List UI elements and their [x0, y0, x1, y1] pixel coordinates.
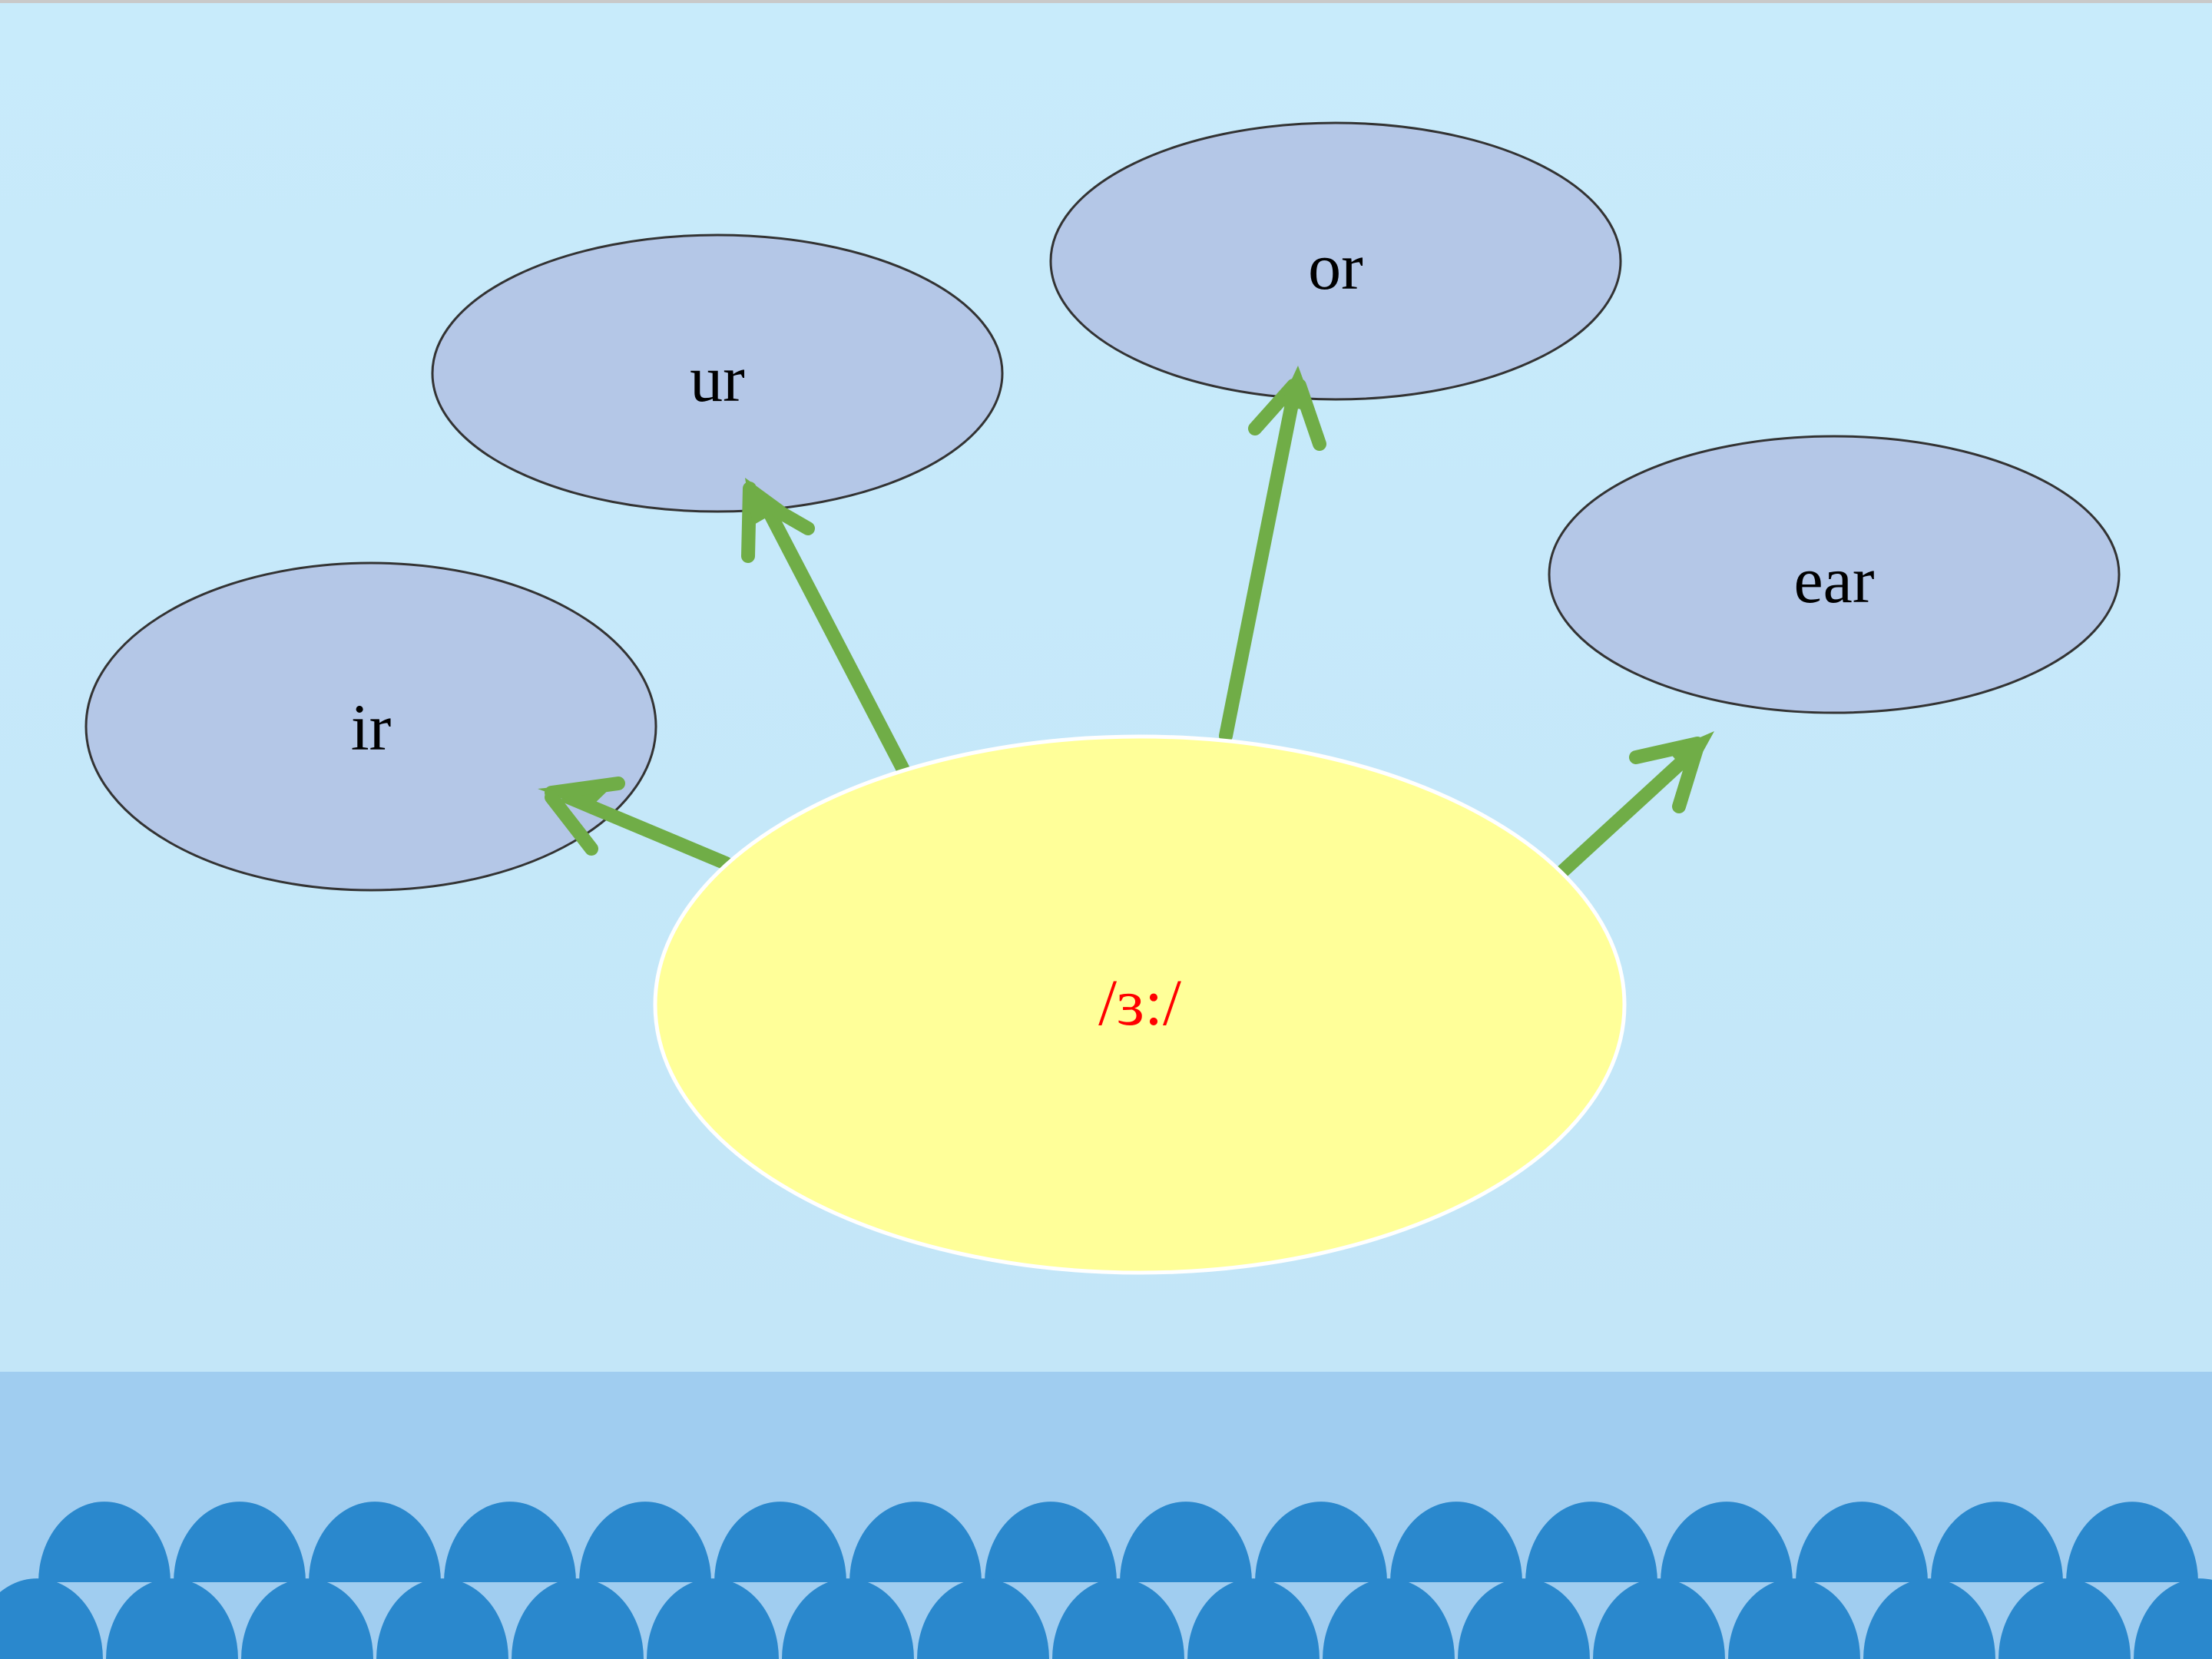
scallop	[512, 1578, 644, 1659]
scallop	[647, 1578, 779, 1659]
scallop	[849, 1502, 982, 1582]
spelling-label-ear: ear	[1794, 543, 1875, 617]
scallop	[1323, 1578, 1455, 1659]
arrow-to-ir	[538, 777, 733, 870]
scallop	[106, 1578, 238, 1659]
scallop	[309, 1502, 441, 1582]
scallop	[782, 1578, 914, 1659]
spelling-node-ur: ur	[431, 233, 1004, 513]
scallop	[1187, 1578, 1320, 1659]
arrow-to-ear	[1556, 731, 1714, 878]
center-sound-label: /ɜ:/	[1098, 965, 1181, 1039]
scallop	[1052, 1578, 1184, 1659]
spelling-node-or: or	[1049, 121, 1622, 401]
scallop	[2134, 1578, 2212, 1659]
scallop	[1796, 1502, 1928, 1582]
scallop	[1931, 1502, 2063, 1582]
scallop	[917, 1578, 1049, 1659]
scallop	[1390, 1502, 1522, 1582]
scallop	[1120, 1502, 1252, 1582]
scallop	[2066, 1502, 2198, 1582]
scallop	[714, 1502, 846, 1582]
spelling-label-ur: ur	[690, 342, 745, 416]
scallop	[985, 1502, 1117, 1582]
center-sound-node: /ɜ:/	[653, 734, 1627, 1275]
scallop	[1998, 1578, 2131, 1659]
arrow-to-ur	[741, 478, 910, 777]
spelling-label-or: or	[1308, 230, 1363, 303]
spelling-node-ir: ir	[84, 561, 657, 892]
scallop	[1593, 1578, 1725, 1659]
scallop	[1661, 1502, 1793, 1582]
spelling-label-ir: ir	[351, 690, 392, 764]
scallop	[1458, 1578, 1590, 1659]
top-border	[0, 0, 2212, 3]
scallop	[1728, 1578, 1860, 1659]
scallop	[174, 1502, 306, 1582]
scallop	[241, 1578, 373, 1659]
scallop	[1255, 1502, 1387, 1582]
scallop	[444, 1502, 576, 1582]
scallop	[0, 1578, 103, 1659]
spelling-node-ear: ear	[1548, 435, 2121, 714]
scallop	[376, 1578, 508, 1659]
scallop	[579, 1502, 711, 1582]
arrow-to-or	[1219, 366, 1326, 743]
scallop	[38, 1502, 171, 1582]
scallop	[1863, 1578, 1995, 1659]
scallop	[1525, 1502, 1657, 1582]
scallop-border	[0, 1502, 2212, 1659]
